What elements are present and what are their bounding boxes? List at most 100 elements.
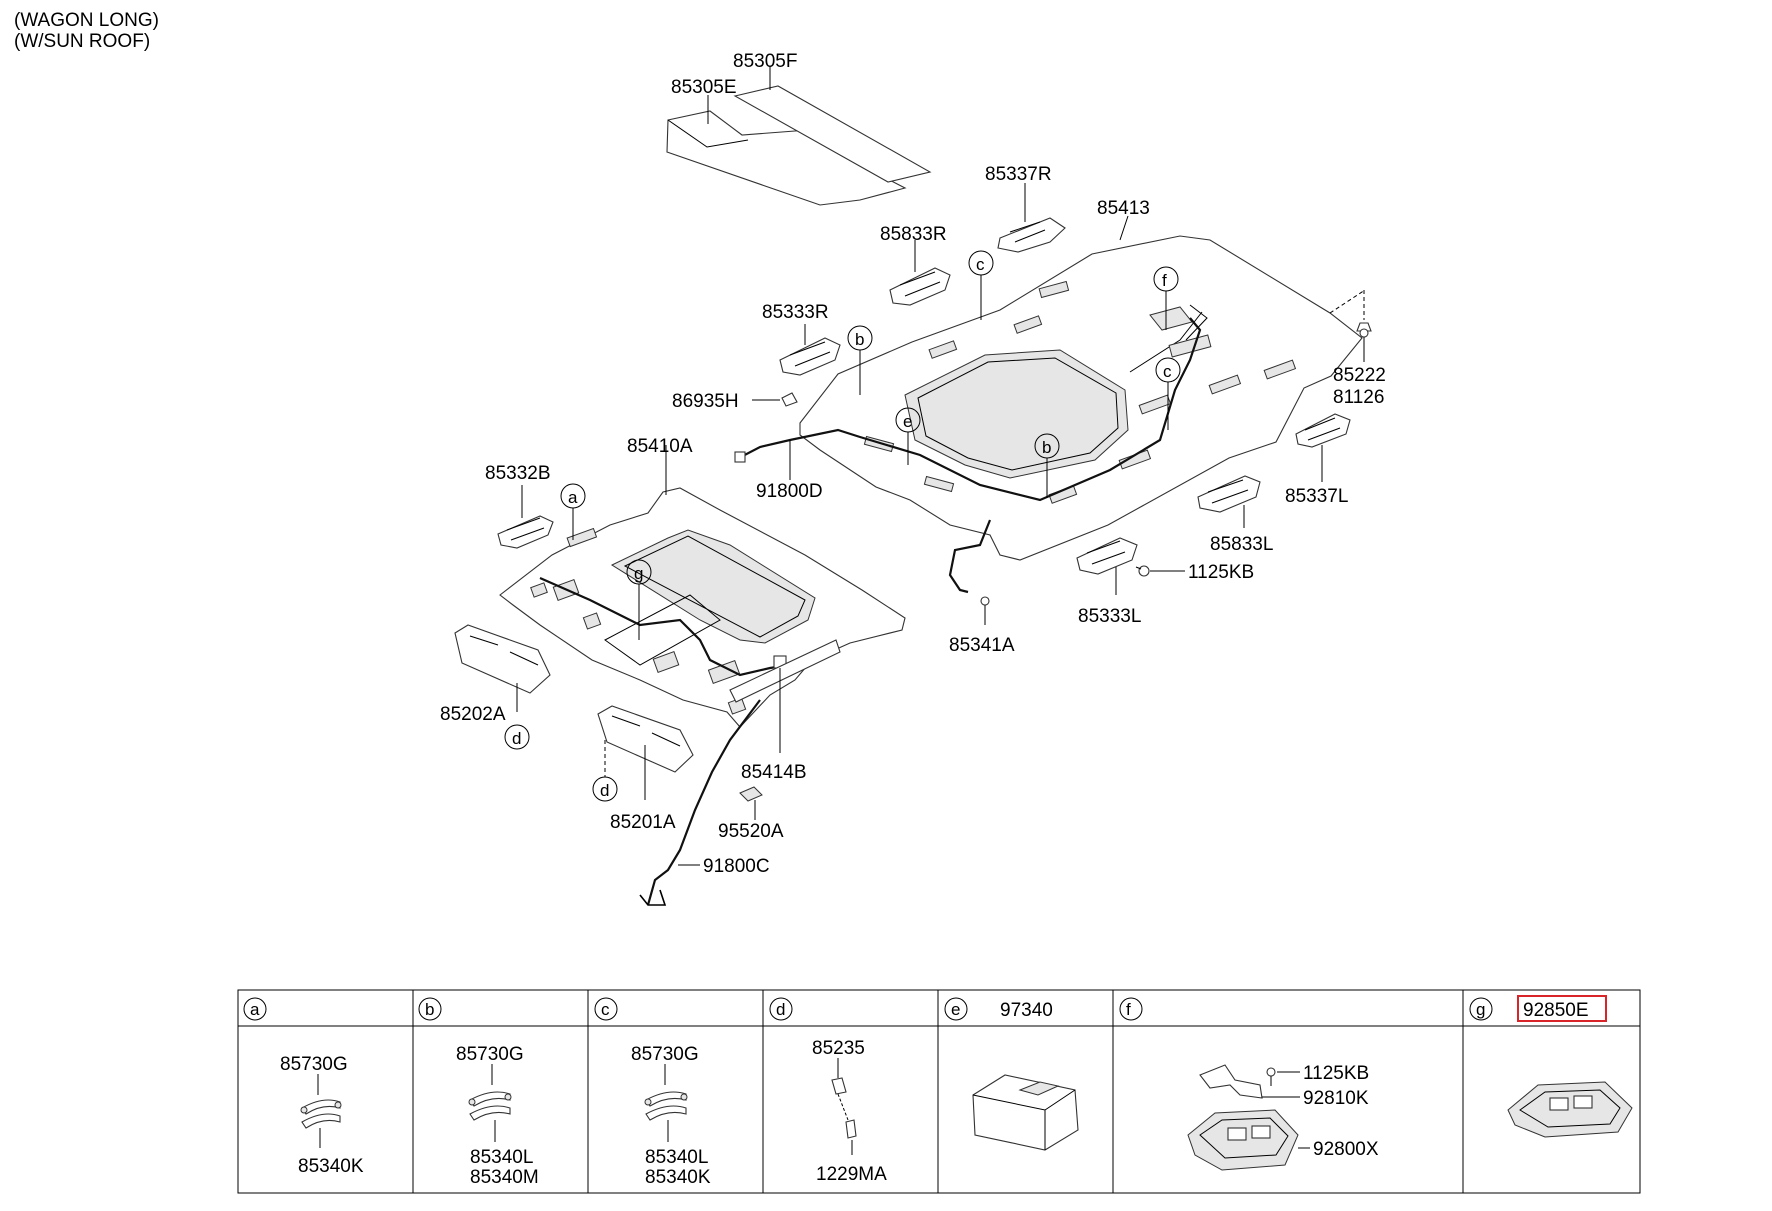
part-label-f-1125KB: 1125KB xyxy=(1303,1063,1369,1084)
callout-86935H: 86935H xyxy=(672,391,739,412)
assist-handle-a xyxy=(300,1099,342,1129)
callout-85337R: 85337R xyxy=(985,164,1052,185)
clip-95520A[interactable] xyxy=(739,786,763,802)
bracket-85333L[interactable] xyxy=(1076,537,1138,575)
trim-85414B[interactable] xyxy=(729,639,841,703)
callout-85201A: 85201A xyxy=(610,812,676,833)
overhead-console-92850E xyxy=(1507,1081,1633,1138)
svg-text:e: e xyxy=(951,1000,960,1019)
wiring-91800D-branch xyxy=(948,519,992,594)
table-col-b: b 85730G 85340L 85340M xyxy=(418,997,539,1188)
svg-text:f: f xyxy=(1162,271,1167,290)
callout-91800C: 91800C xyxy=(703,856,770,877)
part-label-d-85235: 85235 xyxy=(812,1038,865,1059)
bracket-85833R[interactable] xyxy=(889,267,951,306)
svg-text:a: a xyxy=(250,1000,260,1019)
svg-text:a: a xyxy=(568,488,578,507)
callout-85333R: 85333R xyxy=(762,302,829,323)
svg-text:b: b xyxy=(1042,438,1051,457)
headliner-rear-85413[interactable] xyxy=(799,235,1363,561)
callout-85833R: 85833R xyxy=(880,224,947,245)
svg-text:d: d xyxy=(600,781,609,800)
callout-81126: 81126 xyxy=(1333,387,1384,408)
callout-85341A: 85341A xyxy=(949,635,1015,656)
svg-text:c: c xyxy=(1163,362,1172,381)
part-label-f-92800X: 92800X xyxy=(1313,1139,1379,1160)
table-col-d: d 85235 1229MA xyxy=(769,997,887,1185)
clip-86935H[interactable] xyxy=(781,392,798,407)
highlight-box xyxy=(1517,995,1607,1022)
svg-text:b: b xyxy=(855,330,864,349)
callout-85305E: 85305E xyxy=(671,77,737,98)
ref-marker-c-top[interactable]: c xyxy=(968,250,994,276)
wiring-front-harness xyxy=(539,576,791,677)
wiring-91800C[interactable] xyxy=(646,699,761,906)
callout-85833L: 85833L xyxy=(1210,534,1273,555)
header-line-1: (WAGON LONG) xyxy=(14,10,159,31)
assist-handle-c xyxy=(644,1091,688,1121)
wiring-91800D[interactable] xyxy=(734,317,1202,502)
bracket-85333R[interactable] xyxy=(779,337,841,376)
screw-1125KB[interactable] xyxy=(1135,565,1150,577)
headliner-front-85410A[interactable] xyxy=(499,487,906,728)
callout-95520A: 95520A xyxy=(718,821,784,842)
bracket-85332B[interactable] xyxy=(497,515,554,549)
map-lamp-92800X xyxy=(1187,1109,1299,1171)
callout-85414B: 85414B xyxy=(741,762,807,783)
callout-1125KB: 1125KB xyxy=(1188,562,1254,583)
table-col-a: a 85730G 85340K xyxy=(243,997,364,1177)
part-label-b-85730G: 85730G xyxy=(456,1044,524,1065)
callout-85305F: 85305F xyxy=(733,51,797,72)
callout-91800D: 91800D xyxy=(756,481,823,502)
assist-handle-b xyxy=(468,1091,512,1121)
clip-85222[interactable] xyxy=(1356,322,1372,338)
svg-text:g: g xyxy=(634,564,643,583)
part-label-c-85340K: 85340K xyxy=(645,1167,711,1188)
screw-1125KB-f xyxy=(1266,1067,1276,1086)
part-label-b-85340L: 85340L xyxy=(470,1147,533,1168)
part-label-g-92850E: 92850E xyxy=(1523,1000,1589,1021)
svg-text:g: g xyxy=(1476,1000,1485,1019)
callout-85337L: 85337L xyxy=(1285,486,1348,507)
callout-85333L: 85333L xyxy=(1078,606,1141,627)
part-label-b-85340M: 85340M xyxy=(470,1167,539,1188)
bracket-85337L[interactable] xyxy=(1295,413,1351,448)
callout-85332B: 85332B xyxy=(485,463,551,484)
table-col-c: c 85730G 85340L 85340K xyxy=(594,997,711,1188)
svg-text:c: c xyxy=(601,1000,610,1019)
callout-85202A: 85202A xyxy=(440,704,506,725)
part-label-c-85730G: 85730G xyxy=(631,1044,699,1065)
bracket-85337R[interactable] xyxy=(997,217,1066,253)
header-line-2: (W/SUN ROOF) xyxy=(14,31,151,52)
ref-marker-d-left[interactable]: d xyxy=(504,724,530,750)
parts-reference-table xyxy=(237,989,1641,1194)
part-label-c-85340L: 85340L xyxy=(645,1147,708,1168)
part-label-f-92810K: 92810K xyxy=(1303,1088,1369,1109)
ref-marker-b-top[interactable]: b xyxy=(847,325,873,351)
svg-text:d: d xyxy=(512,729,521,748)
ref-marker-d-right[interactable]: d xyxy=(592,776,618,802)
bracket-85833L[interactable] xyxy=(1197,475,1261,513)
part-label-a-85730G: 85730G xyxy=(280,1054,348,1075)
svg-text:c: c xyxy=(976,255,985,274)
visor-clip-d xyxy=(831,1077,857,1139)
ref-marker-a[interactable]: a xyxy=(560,483,586,509)
sun-visor-85202A[interactable] xyxy=(454,624,551,694)
clip-85341A[interactable] xyxy=(980,596,990,606)
svg-text:e: e xyxy=(903,412,912,431)
svg-text:f: f xyxy=(1126,1000,1131,1019)
bracket-92810K xyxy=(1199,1064,1263,1099)
module-97340 xyxy=(972,1074,1079,1151)
part-label-e-97340: 97340 xyxy=(1000,1000,1053,1021)
callout-85413: 85413 xyxy=(1097,198,1150,219)
table-col-g: g 92850E xyxy=(1469,995,1633,1138)
table-col-e: e 97340 xyxy=(944,997,1079,1151)
part-label-d-1229MA: 1229MA xyxy=(816,1164,887,1185)
sun-visor-85201A[interactable] xyxy=(597,705,694,773)
part-label-a-85340K: 85340K xyxy=(298,1156,364,1177)
svg-text:d: d xyxy=(776,1000,785,1019)
roof-shade-panel-85305F[interactable] xyxy=(733,85,932,183)
callout-85222: 85222 xyxy=(1333,365,1386,386)
svg-text:b: b xyxy=(425,1000,434,1019)
